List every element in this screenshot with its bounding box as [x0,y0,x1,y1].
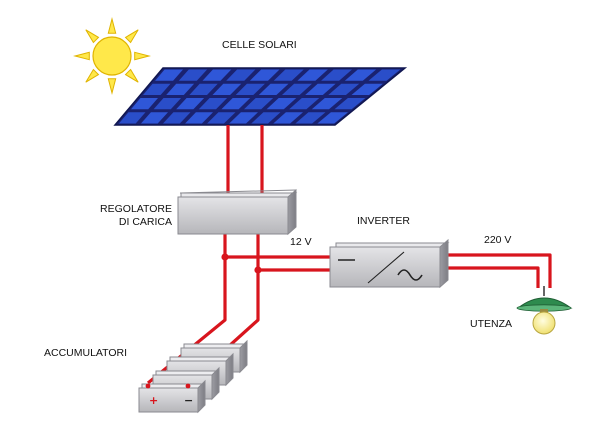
solar-cell [163,112,191,124]
sun-icon [73,17,151,95]
solar-cell [282,83,312,95]
solar-cell [141,112,168,124]
sun-ray [85,68,100,83]
solar-cell [295,112,326,124]
solar-cell [273,112,303,124]
solar-cell [321,69,352,81]
solar-cell [334,98,366,110]
solar-cell [368,69,401,81]
battery-negative-sign: − [184,394,193,407]
lamp-icon [516,286,573,335]
solar-cell [207,112,236,124]
solar-cell [297,69,328,81]
solar-cell [266,98,297,110]
label-voltage-dc: 12 V [290,236,312,248]
label-inverter: INVERTER [357,215,410,227]
solar-cell [189,83,218,95]
solar-cell [351,83,383,95]
solar-cell [229,112,258,124]
solar-cell [166,83,195,95]
solar-cell [273,69,304,81]
sun-ray [107,78,117,95]
solar-cell [131,98,158,110]
sun-ray [124,68,139,83]
battery-icon: + − [138,379,206,414]
label-solar-cells: CELLE SOLARI [222,39,297,51]
solar-cell [258,83,289,95]
wires-ac [448,253,552,288]
solar-cell [178,69,208,81]
solar-cell [249,69,280,81]
solar-cell [202,69,232,81]
solar-cell [221,98,251,110]
solar-cell [185,112,213,124]
solar-cell [305,83,336,95]
solar-cell [328,83,360,95]
solar-cell [226,69,256,81]
label-batteries: ACCUMULATORI [44,347,127,359]
battery-positive-sign: + [149,394,158,407]
solar-cell [244,98,274,110]
inverter-icon [329,238,450,289]
label-charge-regulator-2: DI CARICA [119,216,172,228]
solar-cell [317,112,348,124]
solar-cell [176,98,205,110]
solar-panel-icon [113,67,408,126]
sun-ray [85,29,100,44]
solar-cell [289,98,320,110]
charge-regulator-icon [177,188,298,236]
solar-cell [155,69,183,81]
solar-cell [153,98,182,110]
sun-ray [134,51,151,61]
solar-cell [235,83,265,95]
solar-cell [118,112,146,124]
sun-ray [73,51,90,61]
sun-ray [107,17,117,34]
wires-panel-to-regulator [226,125,264,193]
solar-cell [344,69,377,81]
label-charge-regulator-1: REGOLATORE [100,203,172,215]
sun-ray [124,29,139,44]
solar-cell [311,98,343,110]
solar-cell [198,98,228,110]
label-load: UTENZA [470,318,512,330]
battery-bank: + − [138,339,248,414]
wire-junctions [221,253,262,274]
label-voltage-ac: 220 V [484,234,511,246]
solar-cell [212,83,242,95]
solar-cell [251,112,281,124]
solar-cell [143,83,171,95]
